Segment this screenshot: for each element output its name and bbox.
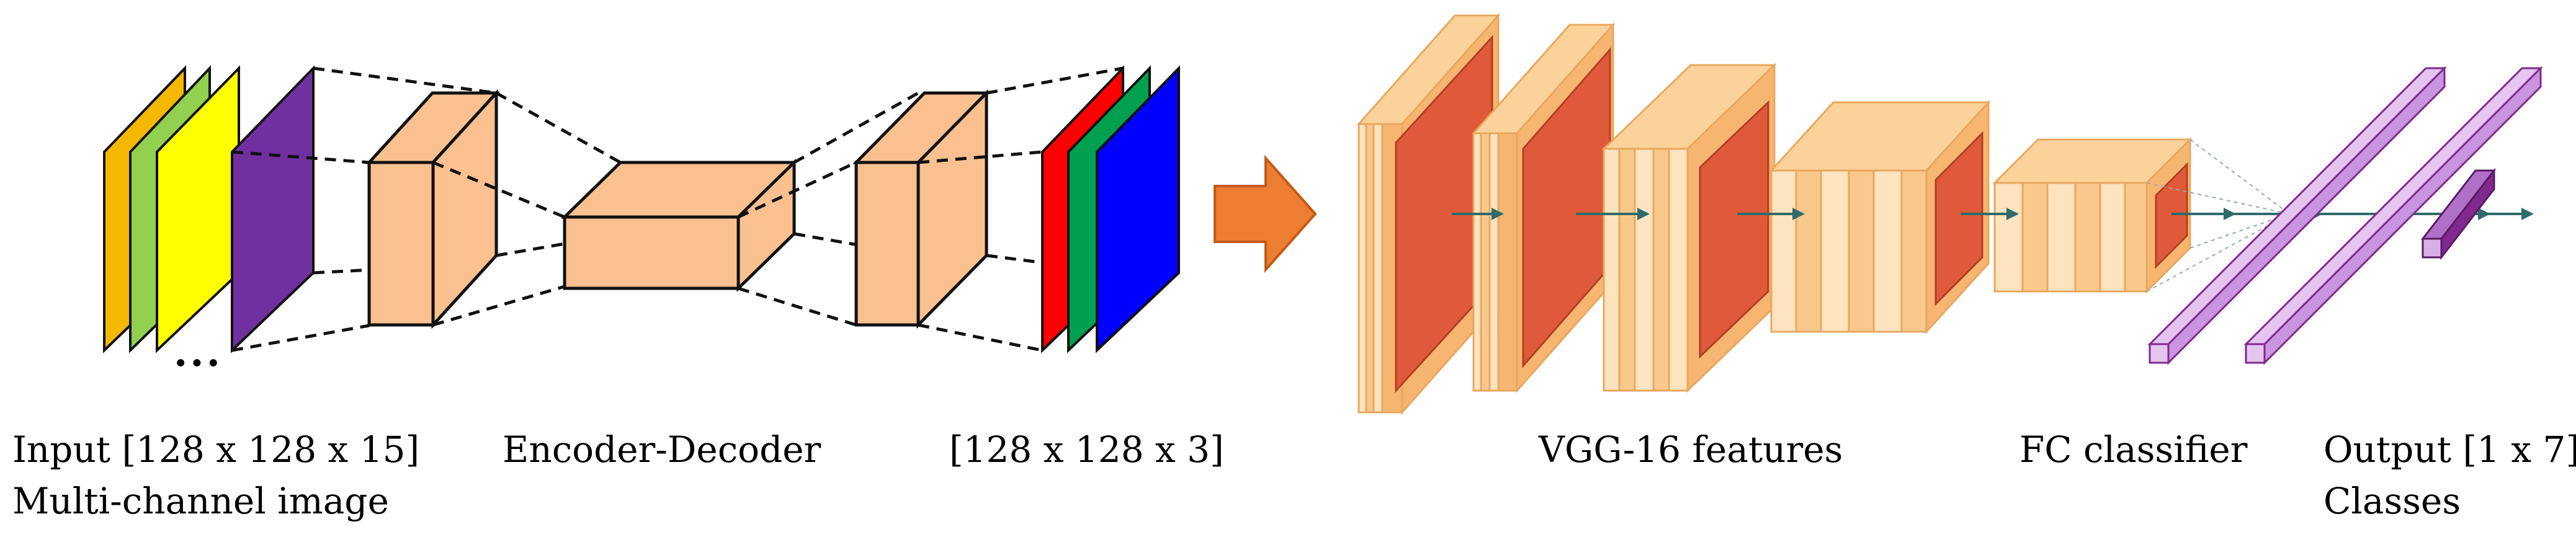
fc-bar-2 xyxy=(2243,66,2543,365)
input-ellipsis: ... xyxy=(174,329,223,376)
pipeline-arrow-icon xyxy=(1214,154,1317,273)
rgb-size-label: [128 x 128 x 3] xyxy=(949,428,1224,471)
output-label: Output [1 x 7] xyxy=(2323,428,2576,471)
input-label: Input [128 x 128 x 15] xyxy=(12,428,419,471)
bottleneck-block xyxy=(560,159,798,292)
input-channel-stack xyxy=(103,64,315,353)
output-bar xyxy=(2420,167,2497,260)
rgb-channel-blue xyxy=(1096,65,1180,353)
vgg-block-3 xyxy=(1601,63,1777,393)
vgg-block-4 xyxy=(1769,100,1991,334)
input-sublabel: Multi-channel image xyxy=(12,480,389,522)
vgg-block-2 xyxy=(1471,22,1616,393)
fc-bar-1 xyxy=(2147,66,2447,365)
encoder-block xyxy=(365,89,500,329)
vgg-label: VGG-16 features xyxy=(1538,428,1843,471)
vgg-block-5 xyxy=(1992,137,2193,294)
rgb-channel-stack xyxy=(1041,65,1180,353)
fc-label: FC classifier xyxy=(2019,428,2248,471)
decoder-block xyxy=(852,89,990,329)
encoder-decoder-label: Encoder-Decoder xyxy=(503,428,821,471)
input-channel-yellow xyxy=(156,65,240,353)
output-sublabel: Classes xyxy=(2323,480,2461,522)
input-channel-purple xyxy=(231,65,315,353)
